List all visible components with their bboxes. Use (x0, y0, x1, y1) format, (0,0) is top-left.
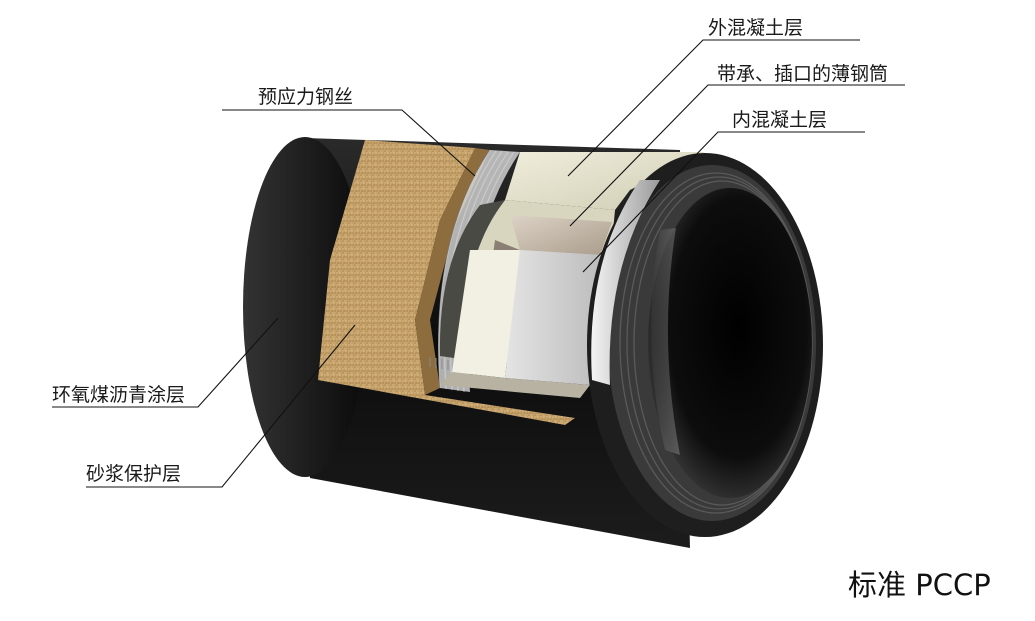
mortar-coating-surface (318, 140, 575, 425)
outer-concrete-bevel (439, 200, 505, 360)
inner-concrete-shadow (440, 372, 590, 398)
steel-cylinder-surface (510, 215, 612, 255)
leader-mortar-coating (86, 324, 356, 488)
leader-steel-cylinder (569, 84, 905, 227)
pipe-left-end (243, 137, 367, 477)
spigot-ring (591, 180, 660, 385)
label-group-steel-cylinder: 带承、插口的薄钢筒 (569, 63, 905, 227)
leader-outer-concrete (567, 39, 860, 177)
pipe-body (243, 137, 823, 548)
leader-epoxy-coating (52, 317, 279, 408)
outer-concrete-surface (505, 152, 705, 210)
inner-concrete-surface (505, 250, 600, 385)
label-group-outer-concrete: 外混凝土层 (567, 17, 860, 177)
leader-prestress-wire (222, 109, 476, 177)
bore-left-wall (651, 228, 680, 455)
label-mortar-coating: 砂浆保护层 (86, 463, 181, 485)
label-group-inner-concrete: 内混凝土层 (582, 109, 865, 273)
leader-inner-concrete (582, 131, 865, 273)
label-epoxy-coating: 环氧煤沥青涂层 (52, 384, 185, 406)
label-inner-concrete: 内混凝土层 (732, 109, 827, 131)
figure-caption: 标准 PCCP (848, 568, 991, 602)
label-outer-concrete: 外混凝土层 (708, 17, 803, 39)
label-group-mortar-coating: 砂浆保护层 (86, 324, 356, 488)
label-group-epoxy-coating: 环氧煤沥青涂层 (52, 317, 279, 408)
label-steel-cylinder: 带承、插口的薄钢筒 (717, 63, 888, 85)
mortar-cut-edge (415, 148, 490, 395)
inner-concrete-left (452, 250, 520, 378)
pipe-bore (648, 188, 812, 498)
label-group-prestress-wire: 预应力钢丝 (222, 86, 476, 177)
label-prestress-wire: 预应力钢丝 (258, 86, 353, 108)
